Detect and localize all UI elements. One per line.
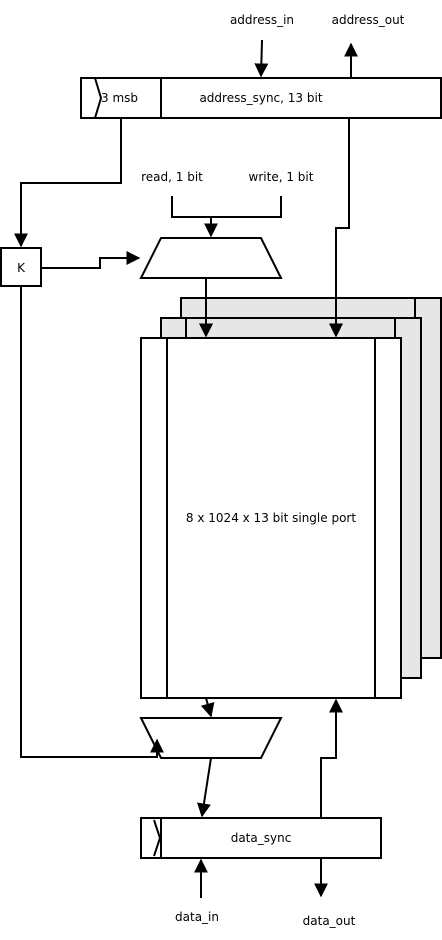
read-label: read, 1 bit <box>141 170 203 184</box>
address-out-label: address_out <box>332 13 405 27</box>
clock-input-icon <box>94 77 103 119</box>
address-sync-label: address_sync, 13 bit <box>199 91 322 105</box>
k-to-output-mux-wire <box>20 286 164 758</box>
address-in-arrow <box>254 39 269 78</box>
address-to-memory-wire <box>329 118 350 338</box>
output-mux <box>139 717 283 759</box>
k-to-mux-wire <box>41 251 141 269</box>
data-sync-to-memory-wire <box>320 698 343 818</box>
k-label: K <box>17 261 26 275</box>
msb-label: 3 msb <box>101 91 138 105</box>
msb-to-k-wire <box>14 118 122 248</box>
output-mux-to-data-sync-arrow <box>197 757 212 818</box>
read-write-bracket <box>171 196 282 218</box>
data-in-label: data_in <box>175 910 219 924</box>
memory-to-output-mux-arrow <box>200 697 215 718</box>
write-label: write, 1 bit <box>249 170 314 184</box>
memory-block: 8 x 1024 x 13 bit single port <box>140 337 402 699</box>
address-in-label: address_in <box>230 13 294 27</box>
input-mux <box>139 237 283 279</box>
memory-label: 8 x 1024 x 13 bit single port <box>186 511 356 525</box>
data-sync-label: data_sync <box>231 831 292 845</box>
clock-input-icon <box>153 819 162 857</box>
k-block: K <box>0 247 42 287</box>
address-sync-register: 3 msb address_sync, 13 bit <box>80 77 442 119</box>
data-sync-register: data_sync <box>140 817 382 859</box>
data-out-label: data_out <box>303 914 356 928</box>
